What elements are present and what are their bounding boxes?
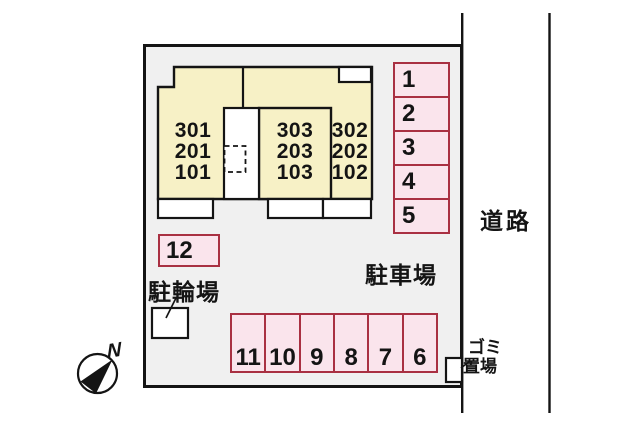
parking-space-4: 4 xyxy=(393,164,450,200)
balcony-right xyxy=(321,197,373,220)
parking-space-9: 9 xyxy=(298,313,335,373)
garbage-label-pointer xyxy=(460,360,471,369)
room-label: 303 xyxy=(276,119,314,142)
room-label: 101 xyxy=(174,161,212,184)
parking-space-8: 8 xyxy=(332,313,370,373)
room-label: 301 xyxy=(174,119,212,142)
room-303-outline xyxy=(257,106,333,201)
room-label: 202 xyxy=(331,140,369,163)
parking-space-5: 5 xyxy=(393,198,450,234)
room-label: 201 xyxy=(174,140,212,163)
bicycle-label-pointer xyxy=(165,297,177,319)
parking-space-10: 10 xyxy=(264,313,301,373)
parking-space-2: 2 xyxy=(393,96,450,132)
room-labels-right-unit: 302 202 102 xyxy=(326,120,374,183)
room-label: 203 xyxy=(276,140,314,163)
parking-space-12: 12 xyxy=(158,234,220,267)
compass-circle xyxy=(76,352,119,395)
garbage-label-line1: ゴミ xyxy=(468,338,502,357)
parking-space-1: 1 xyxy=(393,62,450,98)
compass-north-label: N xyxy=(106,338,122,364)
parking-space-6: 6 xyxy=(401,313,438,373)
building-corner-notch xyxy=(337,65,373,84)
garbage-box xyxy=(444,356,464,384)
compass-needle xyxy=(80,359,113,394)
garbage-label-line2: 置場 xyxy=(463,357,497,376)
dashed-utility-box xyxy=(223,145,247,173)
room-label: 102 xyxy=(331,161,369,184)
road-label: 道路 xyxy=(480,208,532,234)
parking-row-bottom: 11 10 9 8 7 6 xyxy=(230,313,438,373)
room-label: 302 xyxy=(331,119,369,142)
balcony-left xyxy=(156,197,215,220)
parking-column-right: 1 2 3 4 5 xyxy=(393,62,450,234)
room-label: 103 xyxy=(276,161,314,184)
room-labels-middle-unit: 303 203 103 xyxy=(270,120,320,183)
parking-space-7: 7 xyxy=(367,313,404,373)
parking-space-3: 3 xyxy=(393,130,450,166)
room-labels-left-unit: 301 201 101 xyxy=(168,120,218,183)
balcony-middle xyxy=(266,197,325,220)
parking-lot-label: 駐車場 xyxy=(365,262,437,288)
bicycle-parking-label: 駐輪場 xyxy=(148,279,220,305)
bicycle-shed-box xyxy=(150,306,190,340)
parking-space-11: 11 xyxy=(230,313,267,373)
